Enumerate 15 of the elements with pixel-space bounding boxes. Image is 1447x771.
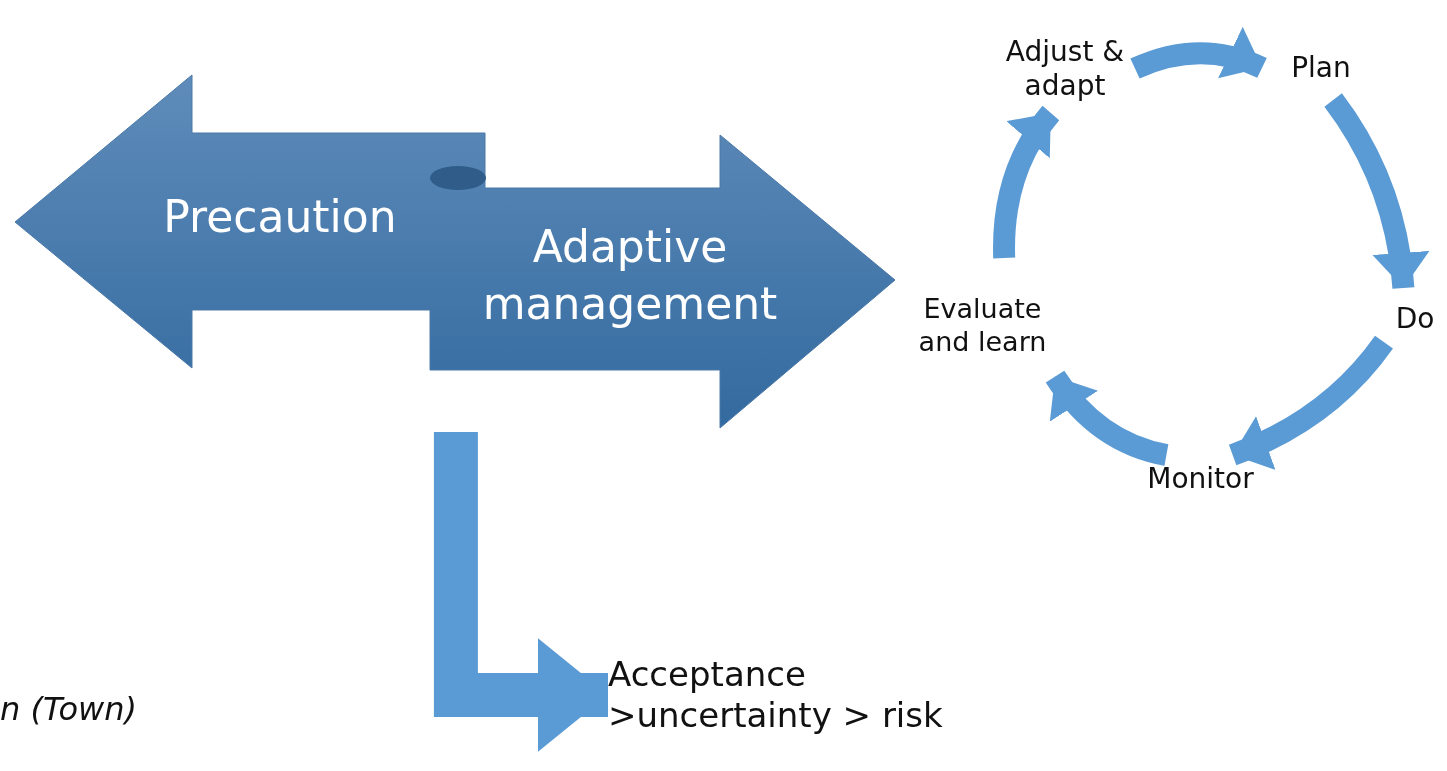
curved-arrow (993, 106, 1060, 259)
step-label: Evaluate and learn (910, 258, 1055, 393)
curved-arrow (1228, 335, 1393, 469)
step-label: Monitor (1128, 455, 1273, 503)
outcome-text: Acceptance >uncertainty > risk (608, 640, 1038, 750)
step-label: Do (1384, 288, 1446, 350)
arrow-label: Adaptive management (481, 220, 779, 332)
curved-arrow (1130, 27, 1267, 80)
arrow-label: Precaution (162, 190, 398, 244)
curved-arrow (1324, 93, 1429, 289)
step-label: Adjust & adapt (995, 25, 1135, 113)
step-label: Plan (1262, 35, 1380, 100)
curved-arrow (1045, 370, 1169, 466)
citation-text: n (Town) (0, 690, 138, 728)
bent-arrow (433, 432, 608, 753)
